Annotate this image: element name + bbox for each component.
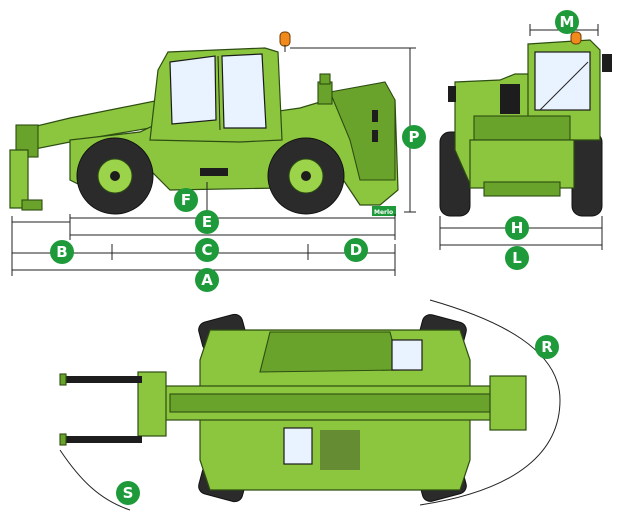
label-s-badge: S bbox=[116, 481, 140, 505]
svg-text:A: A bbox=[201, 271, 213, 289]
label-h-badge: H bbox=[505, 216, 529, 240]
svg-text:L: L bbox=[512, 249, 522, 267]
label-c-badge: C bbox=[195, 238, 219, 262]
label-p-badge: P bbox=[402, 125, 426, 149]
top-view bbox=[59, 299, 561, 511]
svg-text:E: E bbox=[202, 213, 212, 231]
label-r-badge: R bbox=[535, 335, 559, 359]
svg-text:D: D bbox=[350, 241, 362, 259]
label-a-badge: A bbox=[195, 268, 219, 292]
label-d-badge: D bbox=[344, 238, 368, 262]
svg-text:F: F bbox=[181, 191, 191, 209]
svg-text:S: S bbox=[123, 484, 134, 502]
brand-tag: Merlo bbox=[374, 209, 393, 216]
svg-text:M: M bbox=[560, 13, 575, 31]
svg-text:R: R bbox=[541, 338, 553, 356]
svg-text:P: P bbox=[409, 128, 420, 146]
front-view bbox=[439, 31, 612, 217]
svg-text:H: H bbox=[511, 219, 524, 237]
side-view: Merlo bbox=[9, 31, 399, 216]
label-e-badge: E bbox=[195, 210, 219, 234]
label-m-badge: M bbox=[555, 10, 579, 34]
label-l-badge: L bbox=[505, 246, 529, 270]
label-b-badge: B bbox=[50, 240, 74, 264]
label-f-badge: F bbox=[174, 188, 198, 212]
svg-text:C: C bbox=[201, 241, 212, 259]
svg-text:B: B bbox=[56, 243, 67, 261]
